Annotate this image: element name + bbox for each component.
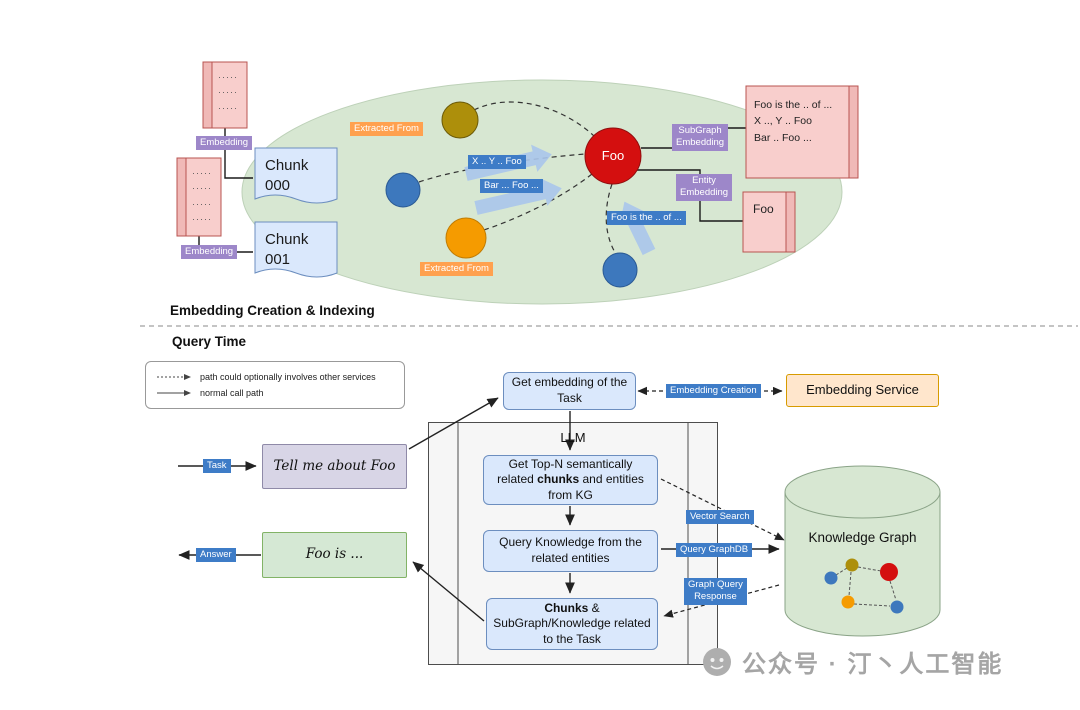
source-doc-2-text: ····· ····· ····· ·····	[192, 168, 212, 224]
kg-node-olive	[845, 558, 859, 572]
extracted-doc-large-text: Foo is the .. of ... X .., Y .. Foo Bar …	[754, 99, 833, 144]
embedding-service-box: Embedding Service	[786, 374, 939, 407]
source-doc-1-text: ····· ····· ·····	[218, 72, 238, 113]
llm-step1-box: Get Top-N semantically related chunks an…	[483, 455, 658, 505]
task-badge: Task	[203, 459, 231, 474]
extracted-doc-large	[745, 85, 859, 179]
chunk-001-shape	[254, 221, 338, 278]
subgraph-embedding-badge: SubGraph Embedding	[672, 124, 729, 151]
llm-label: LLM	[560, 430, 586, 445]
answer-badge: Answer	[196, 548, 236, 563]
kg-node-orange	[841, 595, 855, 609]
chunk-000-label: Chunk 000	[265, 157, 309, 194]
kg-mini-graph	[824, 558, 904, 614]
llm-step3-box: Chunks & SubGraph/Knowledge related to t…	[486, 598, 658, 650]
entity-node-olive	[441, 101, 479, 139]
source-doc-1	[202, 61, 248, 129]
kg-node-red	[880, 563, 898, 581]
solid-arrow-icon	[157, 390, 191, 396]
embedding-badge-1: Embedding	[196, 136, 253, 151]
relation-badge-foois: Foo is the .. of ...	[607, 211, 686, 226]
watermark-logo-icon	[703, 647, 731, 676]
indexing-section-label: Embedding Creation & Indexing	[170, 303, 375, 318]
foo-node-label: Foo	[601, 148, 625, 163]
legend-row-dotted: path could optionally involves other ser…	[156, 372, 394, 382]
get-embedding-box: Get embedding of the Task	[503, 372, 636, 410]
entity-node-foo	[584, 127, 642, 185]
watermark-text: 公众号 · 汀丶人工智能	[742, 651, 1004, 678]
llm-step2-box: Query Knowledge from the related entitie…	[483, 530, 658, 572]
embedding-badge-2: Embedding	[181, 245, 238, 260]
query-graphdb-badge: Query GraphDB	[676, 543, 753, 558]
user-task-box: Tell me about Foo	[262, 444, 407, 489]
watermark: 公众号 · 汀丶人工智能	[702, 644, 1003, 679]
relation-badge-bar: Bar ... Foo ...	[480, 179, 543, 194]
entity-node-blue-1	[385, 172, 421, 208]
answer-box-label: Foo is ...	[305, 546, 364, 563]
llm-step3-label: Chunks & SubGraph/Knowledge related to t…	[493, 600, 651, 646]
entity-node-orange	[445, 217, 487, 259]
embedding-creation-badge: Embedding Creation	[666, 384, 761, 399]
legend-box: path could optionally involves other ser…	[145, 361, 405, 409]
extracted-from-badge-2: Extracted From	[420, 262, 493, 277]
kg-node-blue-1	[824, 571, 838, 585]
entity-embedding-badge: Entity Embedding	[676, 174, 733, 201]
query-section-label: Query Time	[172, 334, 247, 349]
llm-step1-label: Get Top-N semantically related chunks an…	[497, 456, 644, 502]
knowledge-graph-label: Knowledge Graph	[808, 530, 917, 545]
chunk-000-shape	[254, 147, 338, 204]
relation-badge-xy: X .. Y .. Foo	[468, 155, 526, 170]
extracted-doc-small	[742, 191, 796, 253]
llm-step2-label: Query Knowledge from the related entitie…	[499, 535, 642, 565]
knowledge-graph-cylinder	[784, 465, 941, 637]
answer-box: Foo is ...	[262, 532, 407, 578]
embedding-service-label: Embedding Service	[806, 382, 919, 398]
user-task-label: Tell me about Foo	[273, 457, 396, 474]
entity-node-blue-2	[602, 252, 638, 288]
legend-row-solid: normal call path	[156, 388, 394, 398]
get-embedding-label: Get embedding of the Task	[511, 375, 628, 405]
graph-query-response-badge: Graph Query Response	[684, 578, 747, 605]
chunk-001-label: Chunk 001	[265, 231, 309, 268]
extracted-from-badge-1: Extracted From	[350, 122, 423, 137]
vector-search-badge: Vector Search	[686, 510, 754, 525]
legend-dotted-label: path could optionally involves other ser…	[200, 372, 376, 382]
legend-solid-label: normal call path	[200, 388, 264, 398]
kg-node-blue-2	[890, 600, 904, 614]
dotted-arrow-icon	[157, 374, 191, 380]
source-doc-2	[176, 157, 222, 237]
extracted-doc-small-text: Foo	[753, 202, 774, 216]
